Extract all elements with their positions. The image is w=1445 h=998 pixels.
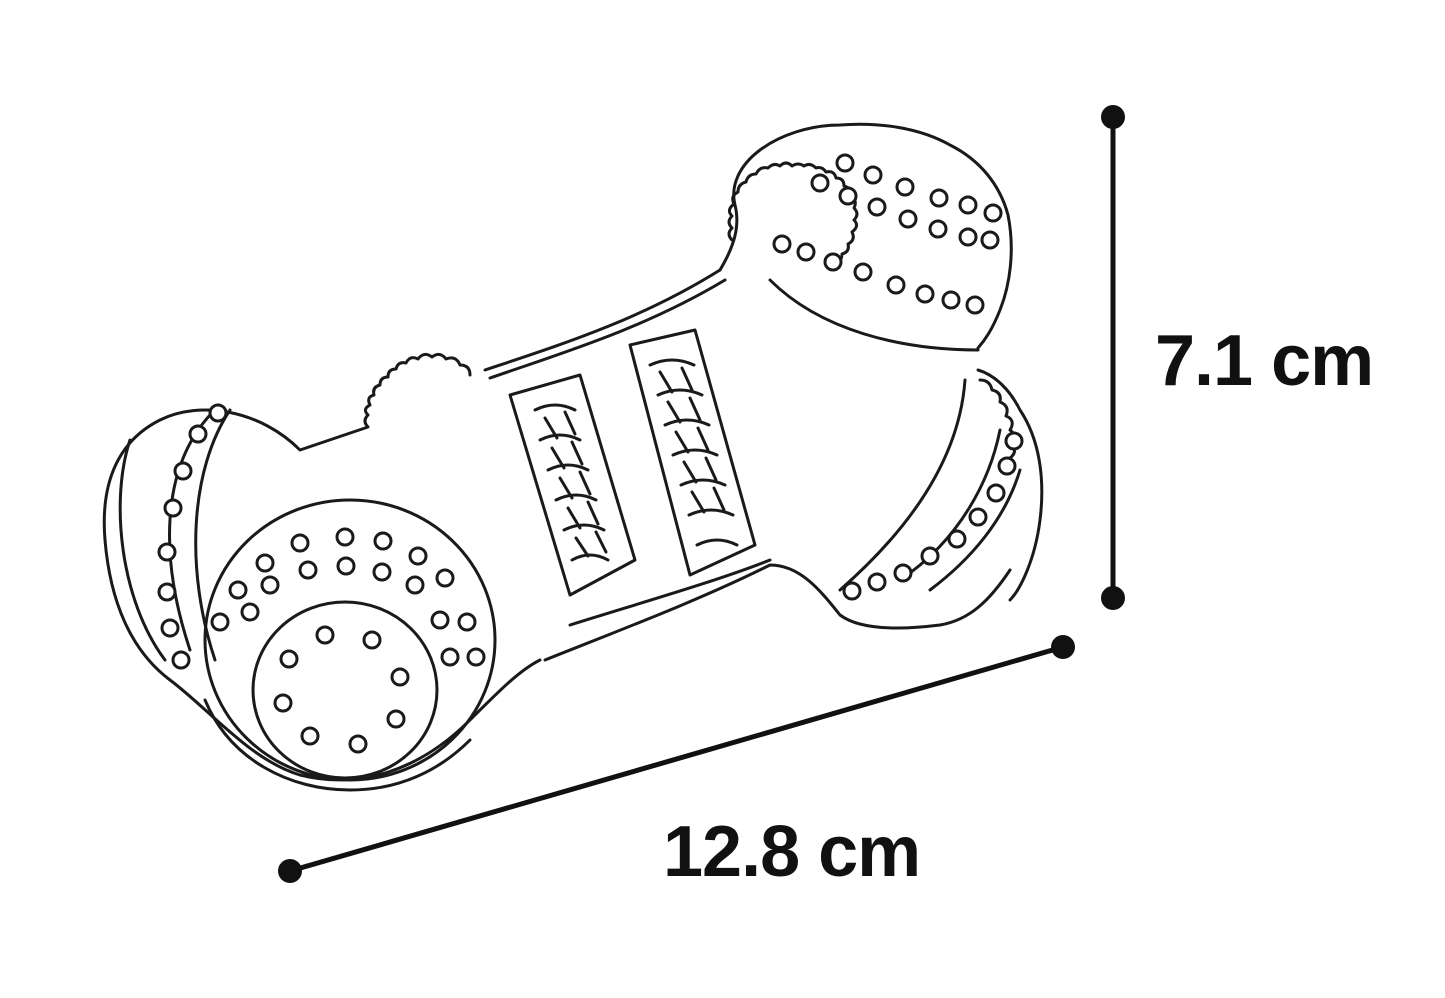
height-dimension-top-end	[1101, 105, 1125, 129]
bone-shaft-top	[483, 268, 722, 372]
length-dimension-line	[287, 644, 1066, 874]
bone-center-texture-band-right	[628, 328, 757, 577]
bone-center-texture-band-left	[508, 373, 637, 597]
bone-nub-dots	[157, 153, 1024, 754]
height-dimension-label: 7.1 cm	[1155, 321, 1373, 401]
length-dimension-label: 12.8 cm	[663, 812, 920, 892]
height-dimension-bottom-end	[1101, 586, 1125, 610]
length-dimension: 12.8 cm	[278, 635, 1075, 892]
bone-toy-illustration	[102, 122, 1044, 792]
bone-end-cap-inner	[251, 600, 439, 780]
height-dimension: 7.1 cm	[1101, 105, 1374, 610]
length-dimension-left-end	[278, 859, 302, 883]
length-dimension-right-end	[1051, 635, 1075, 659]
bone-lower-right-knob	[976, 368, 1044, 602]
bone-shaft-bottom	[543, 563, 1012, 662]
bone-end-cap-outer	[203, 498, 497, 782]
bone-upper-knob-bumps	[727, 161, 859, 264]
bone-lower-left-knob	[102, 352, 542, 782]
